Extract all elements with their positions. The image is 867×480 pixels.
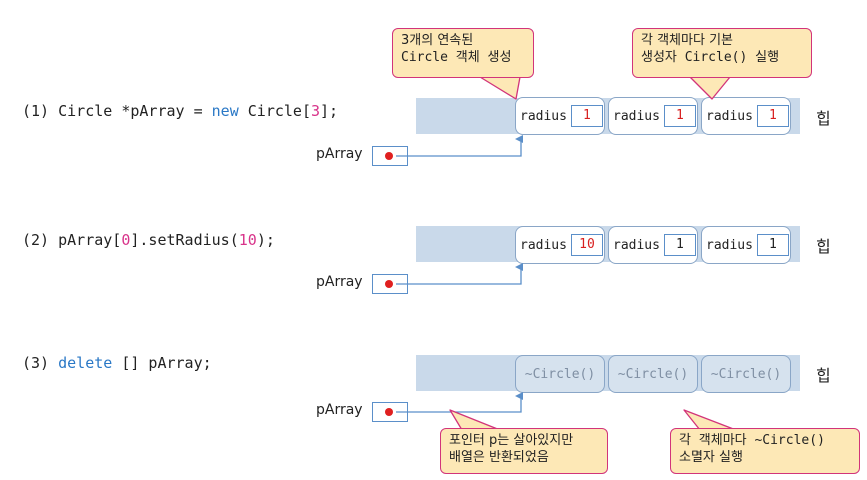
pointer-dot [385,152,393,160]
destroyed-object-1: ~Circle() [515,355,605,393]
pointer-arrow-1 [396,135,523,157]
pointer-label-2: pArray [316,274,363,290]
code-line-2: (2) pArray[0].setRadius(10); [22,231,275,249]
pointer-arrow-2 [396,263,523,285]
heap-label-3: 힙 [816,366,831,385]
callout-destructor: 각 객체마다 ~Circle() 소멸자 실행 [670,428,860,474]
pointer-label-3: pArray [316,402,363,418]
callout-array-freed: 포인터 p는 살아있지만 배열은 반환되었음 [440,428,608,474]
destroyed-object-2: ~Circle() [608,355,698,393]
heap-label-2: 힙 [816,237,831,256]
callout-tail-4 [683,409,737,431]
callout-tail-2 [689,76,731,100]
code-line-1: (1) Circle *pArray = new Circle[3]; [22,102,339,120]
heap-label-1: 힙 [816,109,831,128]
pointer-dot [385,280,393,288]
pointer-dot [385,408,393,416]
destroyed-object-3: ~Circle() [701,355,791,393]
callout-create-objects: 3개의 연속된 Circle 객체 생성 [392,28,534,78]
pointer-label-1: pArray [316,146,363,162]
callout-tail-3 [449,409,501,431]
callout-default-constructor: 각 객체마다 기본 생성자 Circle() 실행 [632,28,812,78]
callout-tail-1 [479,76,521,100]
pointer-arrow-3 [396,392,523,413]
code-line-3: (3) delete [] pArray; [22,354,212,372]
pointer-box-2 [372,274,408,294]
